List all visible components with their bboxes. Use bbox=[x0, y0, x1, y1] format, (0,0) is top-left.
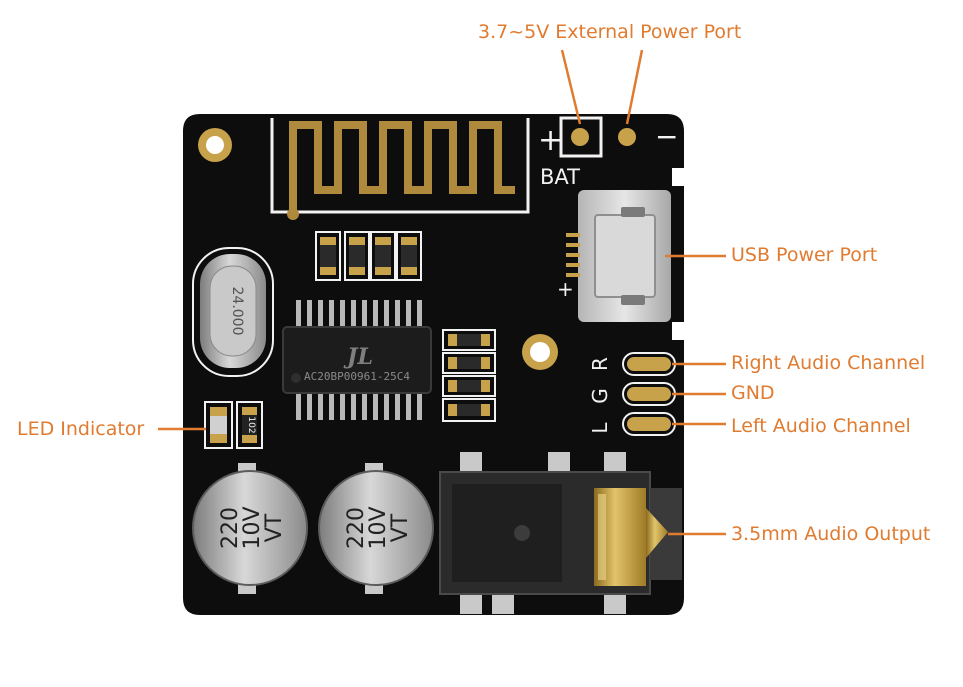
crystal-marking: 24.000 bbox=[229, 287, 245, 336]
usb-pins bbox=[566, 233, 580, 277]
usb-power-port-label: USB Power Port bbox=[731, 244, 878, 266]
ic-body bbox=[282, 326, 432, 394]
ic-pins-top bbox=[296, 300, 422, 330]
mounting-hole-center-inner bbox=[530, 342, 550, 362]
antenna-feed-pad bbox=[287, 208, 299, 220]
mounting-hole-top-left-inner bbox=[206, 136, 224, 154]
right-audio-channel-label: Right Audio Channel bbox=[731, 352, 926, 374]
silk-r: R bbox=[588, 357, 612, 371]
antenna-trace bbox=[289, 121, 515, 214]
capacitor-left-markings: 220 10V VT bbox=[218, 506, 287, 549]
resistor-marking: 102 bbox=[246, 416, 256, 433]
audio-jack bbox=[439, 452, 682, 614]
audio-output-label: 3.5mm Audio Output bbox=[731, 523, 931, 545]
leader-ext-power-positive bbox=[560, 49, 582, 125]
usb-port-tab-top bbox=[621, 207, 645, 217]
led-indicator-label: LED Indicator bbox=[17, 418, 145, 440]
bat-negative-pad bbox=[618, 128, 636, 146]
leader-ext-power-negative bbox=[625, 49, 644, 125]
smd-array-top bbox=[315, 231, 422, 281]
bat-pad-frame bbox=[559, 116, 603, 158]
bat-silk-label: BAT bbox=[540, 165, 580, 189]
bat-minus-sign: − bbox=[655, 120, 678, 153]
capacitor-right-brand: VT bbox=[388, 513, 413, 542]
capacitor-right-voltage: 10V bbox=[366, 506, 391, 549]
ic-pins-bottom bbox=[296, 390, 422, 420]
usb-port-opening bbox=[594, 214, 656, 298]
smd-array-right bbox=[442, 329, 496, 422]
ext-power-port-label: 3.7~5V External Power Port bbox=[478, 21, 742, 43]
usb-plus-sign: + bbox=[557, 277, 574, 301]
resistor-component bbox=[236, 401, 263, 449]
led-component bbox=[204, 401, 233, 449]
ic-pin1-dot bbox=[291, 373, 301, 383]
board-notch-top bbox=[672, 168, 688, 186]
capacitor-left bbox=[192, 463, 308, 594]
ic-part-number: AC20BP00961-25C4 bbox=[304, 370, 410, 383]
ic-logo: JL bbox=[343, 344, 373, 370]
capacitor-left-value: 220 bbox=[218, 507, 243, 549]
antenna-outline bbox=[270, 118, 530, 214]
bat-plus-sign: + bbox=[538, 123, 563, 158]
capacitor-left-brand: VT bbox=[262, 513, 287, 542]
capacitor-right bbox=[318, 463, 434, 594]
crystal-inner bbox=[209, 265, 257, 357]
bat-positive-pad bbox=[571, 128, 589, 146]
capacitor-right-markings: 220 10V VT bbox=[344, 506, 413, 549]
leader-lines bbox=[158, 49, 726, 536]
capacitor-left-voltage: 10V bbox=[240, 506, 265, 549]
capacitor-right-value: 220 bbox=[344, 507, 369, 549]
usb-port-tab-bottom bbox=[621, 295, 645, 305]
left-audio-channel-label: Left Audio Channel bbox=[731, 415, 911, 437]
silk-g: G bbox=[588, 388, 612, 404]
crystal-outline bbox=[192, 247, 274, 377]
gnd-label: GND bbox=[731, 382, 775, 404]
board-notch-bottom bbox=[672, 322, 688, 340]
silk-l: L bbox=[588, 422, 612, 434]
